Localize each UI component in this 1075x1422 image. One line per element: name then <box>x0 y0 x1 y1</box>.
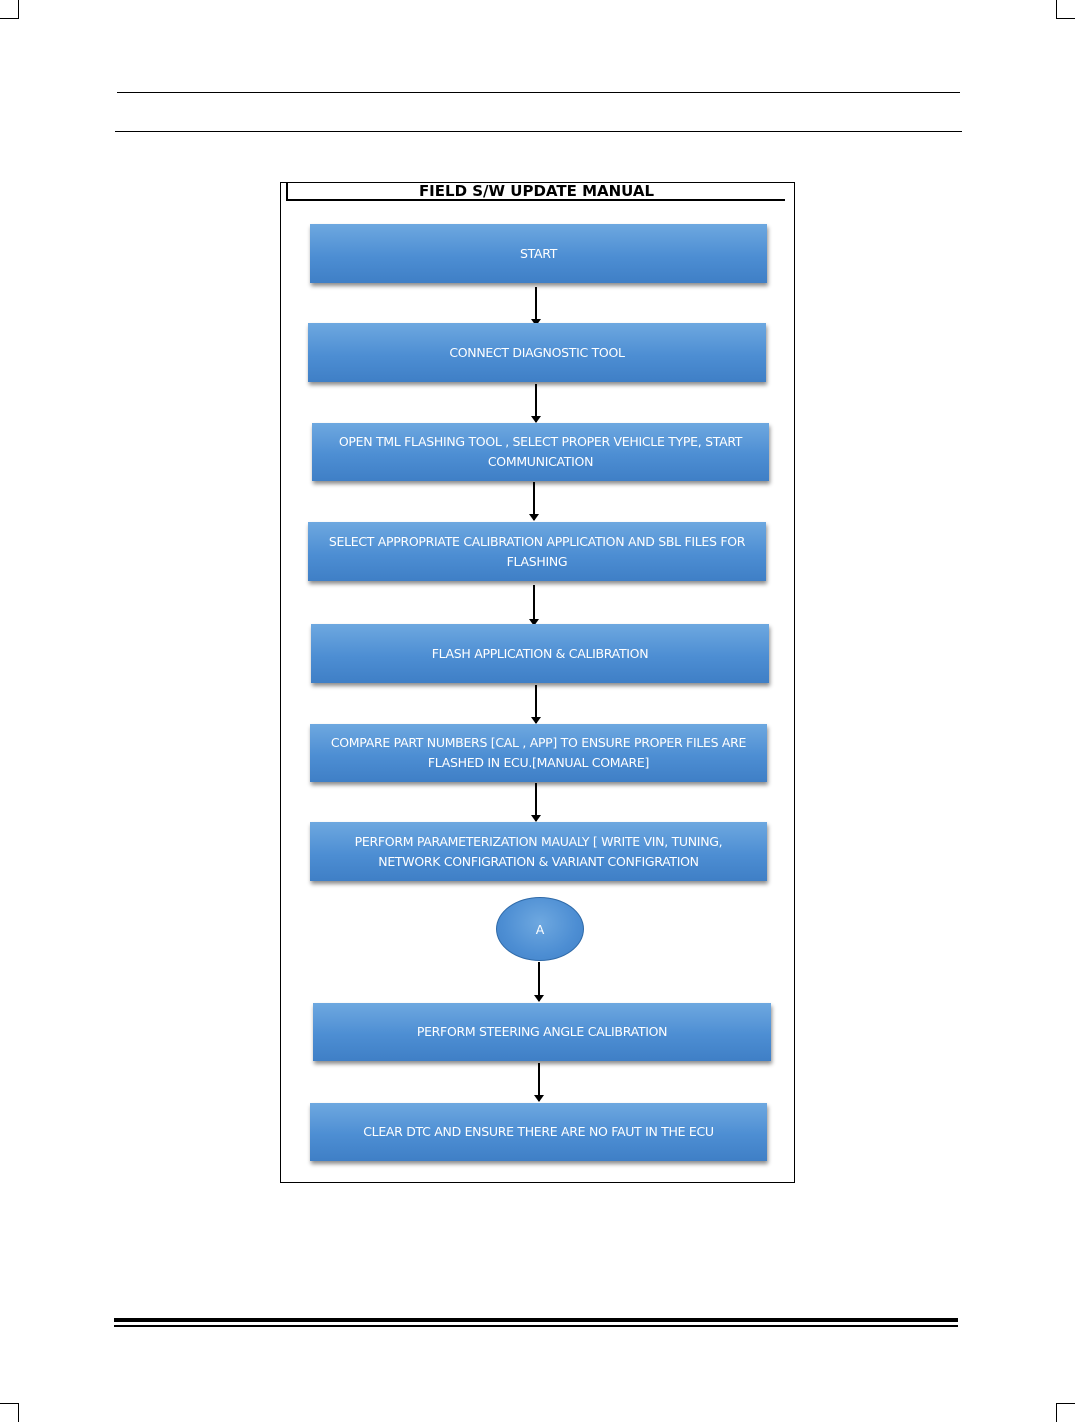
crop-mark-bottom-right <box>1056 1403 1075 1422</box>
crop-mark-top-left <box>0 0 19 19</box>
flowchart-frame <box>280 182 795 1183</box>
crop-mark-top-right <box>1056 0 1075 19</box>
flow-arrow <box>531 783 541 822</box>
flow-step-parameterization: PERFORM PARAMETERIZATION MAUALY [ WRITE … <box>310 822 767 881</box>
flow-step-flash: FLASH APPLICATION & CALIBRATION <box>311 624 769 683</box>
header-rule-bottom <box>115 131 962 132</box>
flowchart-title: FIELD S/W UPDATE MANUAL <box>286 183 785 201</box>
header-rule-top <box>117 92 960 93</box>
footer-rule-thick <box>114 1318 958 1322</box>
flow-step-start: START <box>310 224 767 283</box>
flow-arrow <box>531 287 541 326</box>
flow-connector-a: A <box>496 897 584 961</box>
flow-step-compare-part-numbers: COMPARE PART NUMBERS [CAL , APP] TO ENSU… <box>310 724 767 782</box>
flow-step-clear-dtc: CLEAR DTC AND ENSURE THERE ARE NO FAUT I… <box>310 1103 767 1161</box>
footer-rule-thin <box>114 1325 958 1327</box>
flow-step-open-flashing-tool: OPEN TML FLASHING TOOL , SELECT PROPER V… <box>312 423 769 481</box>
flow-arrow <box>534 1063 544 1102</box>
flow-arrow <box>531 685 541 724</box>
flow-arrow <box>529 482 539 521</box>
flow-arrow <box>531 384 541 423</box>
flow-step-select-files: SELECT APPROPRIATE CALIBRATION APPLICATI… <box>308 522 766 581</box>
flow-arrow <box>529 585 539 626</box>
flow-arrow <box>534 962 544 1002</box>
flow-step-steering-calibration: PERFORM STEERING ANGLE CALIBRATION <box>313 1003 771 1061</box>
flow-step-connect-tool: CONNECT DIAGNOSTIC TOOL <box>308 323 766 382</box>
crop-mark-bottom-left <box>0 1403 19 1422</box>
